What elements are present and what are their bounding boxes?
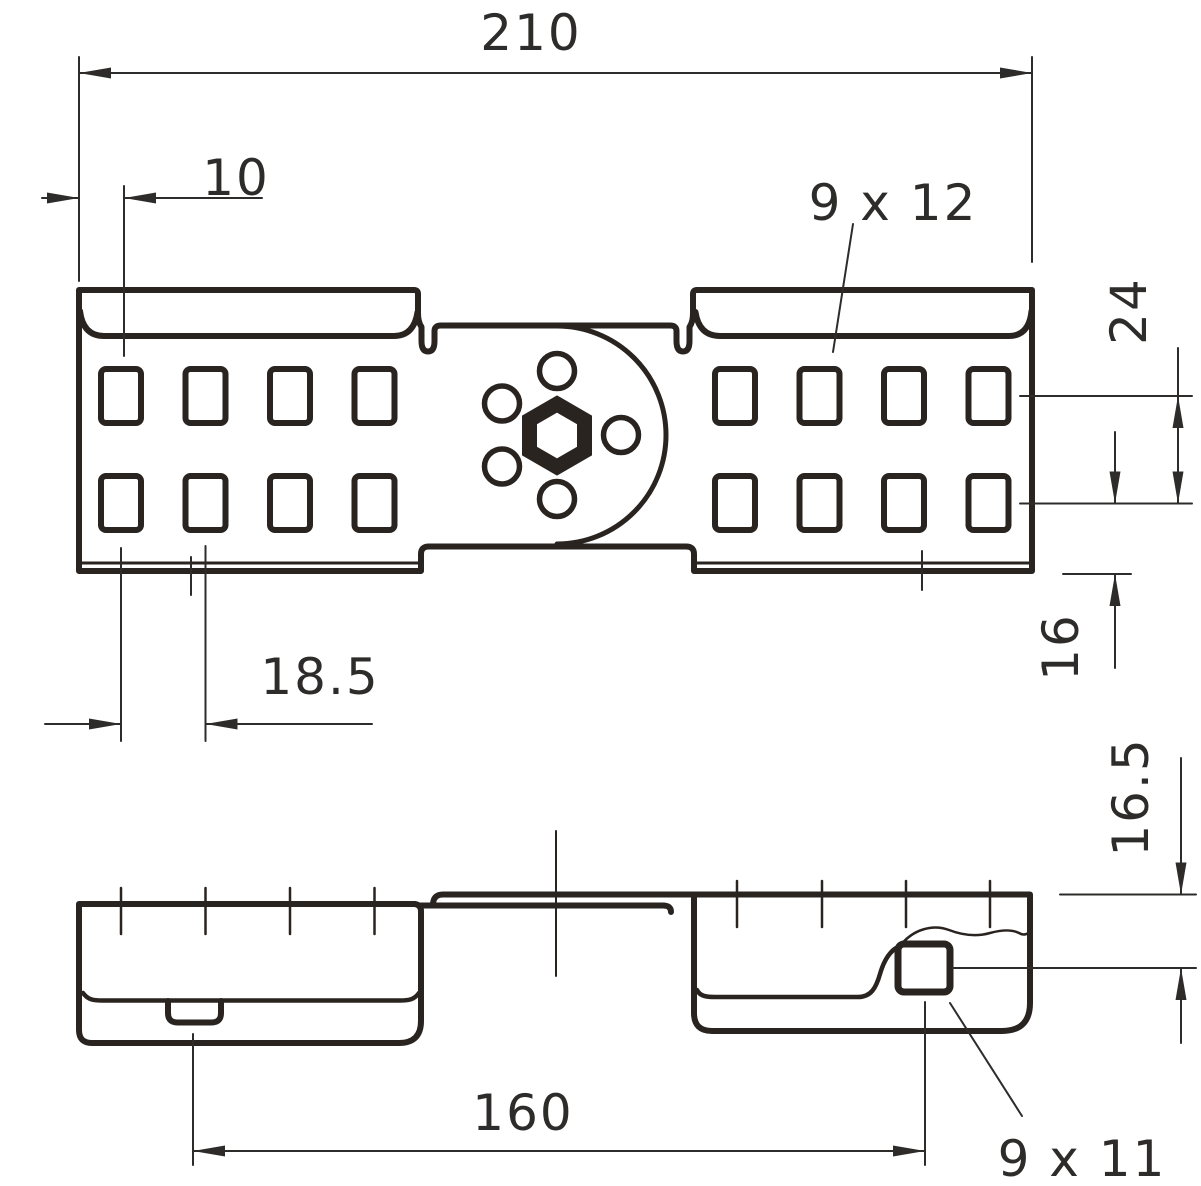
dim-16-5 (951, 757, 1197, 1044)
dimension-labels: 210 10 9 x 12 24 16 18.5 16.5 160 9 x 11 (202, 4, 1167, 1186)
arrowhead (205, 718, 238, 730)
adjustment-hole (600, 414, 642, 456)
side-square-hole (894, 940, 954, 996)
side-right-body (691, 891, 1033, 1034)
slot-hole (98, 473, 144, 533)
slot-hole (881, 366, 927, 426)
arrowhead (1172, 471, 1184, 504)
plate-outline (76, 287, 1035, 574)
arrowhead (193, 1145, 225, 1157)
side-right-fold-line (694, 943, 903, 1000)
dim-16 (1062, 431, 1132, 669)
dim-210-label: 210 (480, 4, 581, 62)
arrowhead (79, 67, 111, 79)
slot-hole (965, 473, 1012, 533)
slot-hole (965, 366, 1012, 426)
dim-9x12-label: 9 x 12 (809, 174, 978, 232)
top-flange-left (77, 308, 421, 339)
dim-18-5-label: 18.5 (260, 648, 379, 706)
adjustment-holes (481, 350, 642, 520)
dim-9x11-label: 9 x 11 (998, 1130, 1167, 1186)
slot-hole (712, 366, 758, 426)
slot-hole (796, 473, 843, 533)
side-left-tab (165, 998, 224, 1026)
dim-160 (192, 1001, 926, 1166)
slot-hole (98, 366, 144, 426)
dimensions (41, 56, 1197, 1166)
slot-hole (182, 366, 229, 426)
slot-hole (351, 366, 398, 426)
perforation-grid-left (98, 366, 398, 533)
dim-160-label: 160 (472, 1084, 573, 1142)
side-left-fold-line (80, 990, 422, 1003)
arrowhead (124, 192, 156, 204)
arrowhead (893, 1145, 925, 1157)
adjustment-hole (481, 383, 523, 424)
side-view (76, 830, 1033, 1046)
adjustment-hole (536, 350, 578, 392)
slot-hole (881, 473, 927, 533)
dim-10 (41, 185, 263, 357)
arrowhead (1172, 396, 1184, 428)
slot-hole (182, 473, 229, 533)
slot-hole (267, 473, 313, 533)
arrowhead (1109, 471, 1121, 504)
slot-hole (796, 366, 843, 426)
dim-18-5 (44, 545, 373, 742)
arrowhead (1175, 862, 1187, 895)
dim-16-5-label: 16.5 (1102, 737, 1160, 856)
slot-hole (351, 473, 398, 533)
leader-9x11 (949, 1002, 1023, 1117)
arrowhead (1175, 968, 1187, 1000)
hole-position-ticks (119, 879, 992, 936)
leader-9x12 (832, 223, 854, 353)
middle-strip-lower (418, 902, 674, 915)
pivot-boss-arc (554, 323, 669, 547)
dim-24 (1019, 347, 1193, 505)
dim-210 (78, 56, 1033, 282)
hex-nut (522, 395, 592, 476)
slot-hole (712, 473, 758, 533)
top-flange-right (692, 308, 1035, 339)
break-line (898, 926, 1032, 948)
side-left-body (76, 901, 424, 1046)
perforation-grid-right (712, 366, 1012, 533)
adjustment-hole (536, 478, 578, 520)
arrowhead (47, 192, 79, 204)
arrowhead (1109, 574, 1121, 606)
arrowhead (1000, 67, 1032, 79)
adjustment-hole (481, 446, 523, 487)
dim-24-label: 24 (1100, 277, 1158, 345)
top-view (76, 287, 1035, 574)
dim-10-label: 10 (202, 149, 270, 207)
slot-hole (267, 366, 313, 426)
dim-16-label: 16 (1032, 613, 1090, 681)
arrowhead (89, 718, 121, 730)
